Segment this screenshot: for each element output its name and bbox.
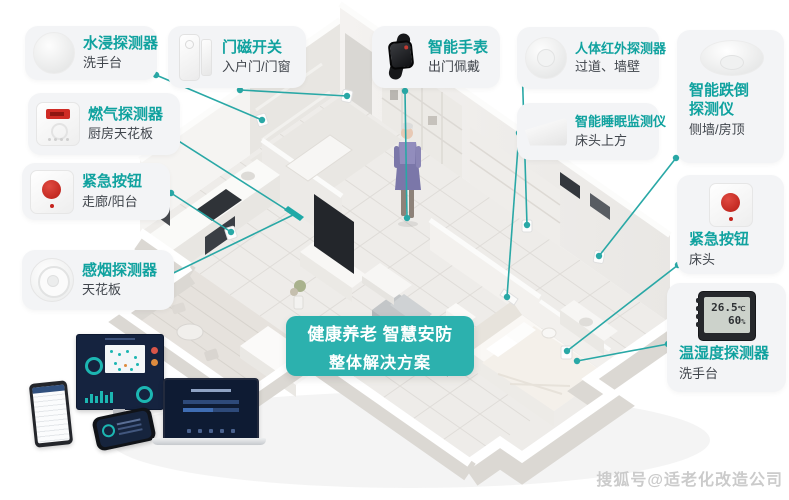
gas-detector-icon	[36, 102, 80, 146]
card-door-sensor: 门磁开关 入户门/门窗	[168, 26, 306, 88]
balcony-table	[176, 323, 204, 341]
bed-front	[470, 352, 554, 427]
oven	[205, 216, 235, 255]
emergency-button-icon	[30, 169, 74, 214]
card-pir-sensor: 人体红外探测器 过道、墙壁	[517, 27, 666, 89]
tv-cabinet-front	[300, 252, 352, 302]
card-subtitle: 天花板	[82, 282, 122, 298]
monitoring-tablet	[28, 380, 74, 448]
bathtub	[285, 134, 353, 182]
water-immersion-detector-icon	[33, 32, 75, 74]
picture-frame	[560, 172, 580, 199]
banner-line2: 整体解决方案	[328, 354, 431, 372]
kitchen-sink	[241, 171, 255, 181]
card-title: 智能手表	[428, 38, 489, 56]
card-subtitle: 厨房天花板	[88, 126, 154, 142]
card-emergency-button-hall: 紧急按钮 走廊/阳台	[22, 163, 170, 220]
washbasin	[579, 317, 593, 327]
card-subtitle: 洗手台	[83, 55, 123, 71]
card-title: 智能睡眠监测仪	[575, 114, 667, 130]
card-title: 温湿度探测器	[679, 345, 770, 362]
card-water-detector: 水浸探测器 洗手台	[25, 26, 159, 80]
balcony-chair	[171, 302, 186, 315]
banner-line1: 健康养老 智慧安防	[307, 324, 453, 344]
monitoring-laptop	[163, 378, 259, 440]
connector-lines	[154, 61, 679, 362]
toilet	[541, 327, 557, 339]
pillow	[486, 335, 518, 357]
monitoring-dashboard-monitor	[76, 334, 164, 410]
card-subtitle: 床头上方	[575, 132, 628, 148]
dashboard-bar-chart	[85, 391, 113, 403]
sleep-monitor-icon	[525, 117, 567, 146]
card-subtitle: 过道、墙壁	[575, 59, 641, 74]
fall-detector-icon	[698, 38, 764, 78]
card-smartwatch: 智能手表 出门佩戴	[372, 26, 500, 88]
temp-humidity-lcd-icon: 26.5℃ 60%	[695, 291, 756, 341]
dashboard-floorplan-panel	[105, 345, 145, 373]
card-title-line2: 探测仪	[689, 100, 735, 118]
partition-wall-2	[540, 301, 610, 376]
card-smoke-detector: 感烟探测器 天花板	[22, 250, 174, 310]
emergency-button-icon	[708, 183, 753, 227]
card-fall-detector: 智能跌倒 探测仪 侧墙/房顶	[677, 30, 784, 163]
card-subtitle: 入户门/门窗	[222, 59, 291, 75]
balcony-slats	[137, 275, 298, 388]
front-parapet	[108, 228, 678, 486]
balcony-chair	[204, 348, 219, 362]
elderly-person-figure	[394, 122, 421, 227]
card-emergency-button-bed: 紧急按钮 床头	[677, 175, 784, 274]
door-magnet-sensor-icon	[176, 33, 214, 81]
card-title: 人体红外探测器	[575, 40, 667, 56]
card-title: 紧急按钮	[689, 231, 750, 248]
card-gas-detector: 燃气探测器 厨房天花板	[28, 93, 180, 155]
bed-headboard	[460, 301, 522, 352]
card-title: 智能跌倒	[689, 82, 750, 99]
card-title: 水浸探测器	[83, 34, 159, 52]
card-subtitle: 走廊/阳台	[82, 193, 138, 209]
card-subtitle: 侧墙/房顶	[689, 121, 745, 137]
card-title: 燃气探测器	[88, 105, 164, 123]
dashboard-donut-chart	[85, 357, 103, 375]
smartwatch-icon	[380, 32, 420, 82]
card-title: 感烟探测器	[82, 261, 158, 279]
pir-motion-sensor-icon	[525, 37, 567, 79]
solution-banner: 健康养老 智慧安防 整体解决方案	[286, 316, 474, 376]
picture-frame	[590, 193, 610, 220]
coffee-table	[362, 263, 412, 298]
lcd-temp-value: 26.5	[711, 301, 738, 314]
tv-screen	[314, 194, 354, 274]
card-title: 紧急按钮	[82, 173, 143, 190]
sohu-watermark: 搜狐号@适老化改造公司	[596, 472, 783, 489]
card-subtitle: 洗手台	[679, 365, 719, 381]
card-subtitle: 床头	[689, 251, 716, 267]
card-title: 门磁开关	[222, 38, 283, 56]
smoke-detector-icon	[30, 258, 74, 302]
card-subtitle: 出门佩戴	[428, 59, 481, 75]
laptop-base	[152, 438, 266, 445]
tv-cabinet-top	[300, 240, 368, 288]
card-temp-humidity-detector: 26.5℃ 60% 温湿度探测器 洗手台	[667, 283, 786, 392]
plant	[294, 280, 306, 292]
lcd-humidity-value: 60	[728, 314, 742, 327]
gas-hob	[196, 189, 242, 221]
card-sleep-monitor: 智能睡眠监测仪 床头上方	[517, 103, 666, 160]
pillow	[506, 322, 536, 343]
